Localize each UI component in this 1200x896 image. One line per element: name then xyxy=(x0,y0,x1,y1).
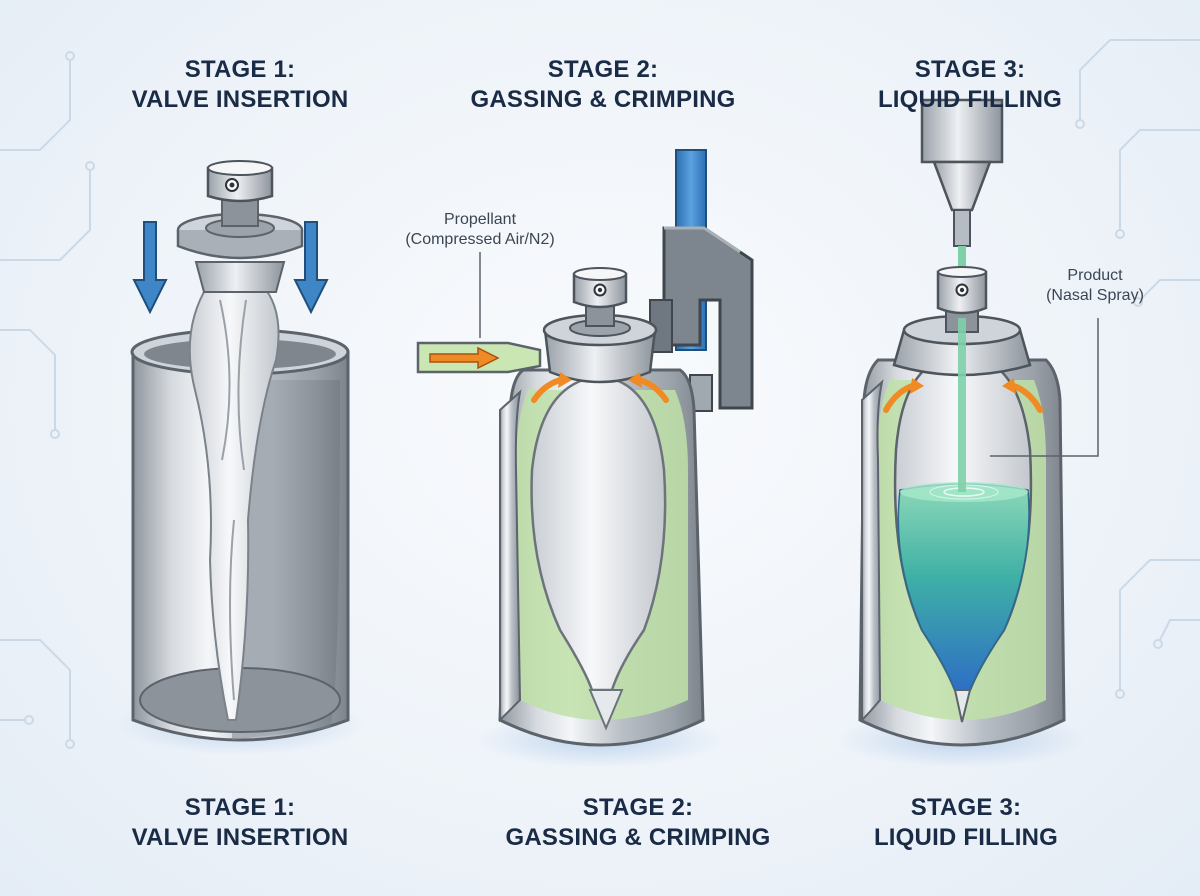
flow-arrow-icon xyxy=(883,383,1043,413)
stage-2-bottom-title: STAGE 2: GASSING & CRIMPING xyxy=(488,793,788,853)
callout-label: Product xyxy=(1067,267,1123,284)
stage-heading: STAGE 2: xyxy=(582,794,694,821)
stage-name: GASSING & CRIMPING xyxy=(505,824,771,851)
stage-heading: STAGE 1: xyxy=(184,56,296,83)
stage-heading: STAGE 3: xyxy=(914,56,1026,83)
stage-3-top-title: STAGE 3: LIQUID FILLING xyxy=(820,55,1120,115)
stage-3-bottom-title: STAGE 3: LIQUID FILLING xyxy=(816,793,1116,853)
flow-arrow-icon xyxy=(531,377,669,403)
callout-sublabel: (Nasal Spray) xyxy=(1046,287,1144,304)
stage-3-illustration xyxy=(837,98,1099,768)
stage-heading: STAGE 3: xyxy=(910,794,1022,821)
stage-heading: STAGE 1: xyxy=(184,794,296,821)
stage-name: GASSING & CRIMPING xyxy=(470,86,736,113)
product-callout: Product (Nasal Spray) xyxy=(1030,266,1160,306)
stage-2-illustration xyxy=(416,149,754,768)
stage-name: LIQUID FILLING xyxy=(877,86,1063,113)
down-arrow-icon xyxy=(132,221,329,315)
callout-sublabel: (Compressed Air/N2) xyxy=(405,231,555,248)
stage-heading: STAGE 2: xyxy=(547,56,659,83)
stage-name: VALVE INSERTION xyxy=(131,86,349,113)
flow-arrow-icon xyxy=(429,346,500,370)
propellant-callout: Propellant (Compressed Air/N2) xyxy=(380,210,580,250)
stage-name: LIQUID FILLING xyxy=(873,824,1059,851)
stage-1-illustration xyxy=(115,160,365,755)
stage-1-top-title: STAGE 1: VALVE INSERTION xyxy=(90,55,390,115)
stage-2-top-title: STAGE 2: GASSING & CRIMPING xyxy=(453,55,753,115)
callout-label: Propellant xyxy=(443,211,517,228)
circuit-trace-decoration xyxy=(0,39,1200,749)
stage-name: VALVE INSERTION xyxy=(131,824,349,851)
stage-1-bottom-title: STAGE 1: VALVE INSERTION xyxy=(90,793,390,853)
